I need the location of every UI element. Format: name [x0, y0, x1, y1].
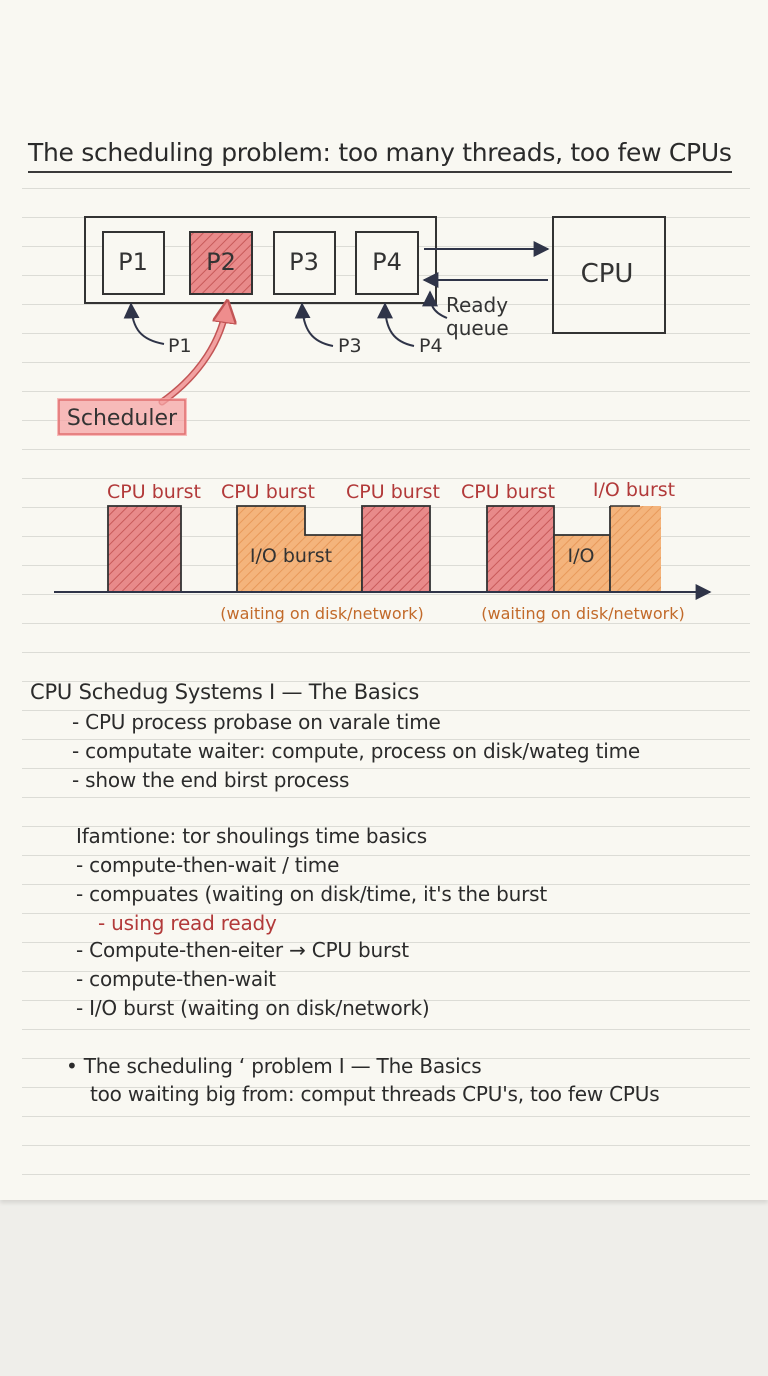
pointer-label-p1: P1	[168, 335, 192, 357]
section2-item-1: - compute-then-wait / time	[76, 853, 340, 877]
pointer-label-p4: P4	[419, 335, 443, 357]
section3-line-2: too waiting big from: comput threads CPU…	[90, 1082, 660, 1106]
io-burst-block-3	[610, 506, 661, 592]
cpu-burst-label-1: CPU burst	[107, 481, 201, 503]
cpu-burst-label-3: CPU burst	[346, 481, 440, 503]
cpu-burst-label-4: CPU burst	[461, 481, 555, 503]
notes-section: CPU Schedug Systems I — The Basics - CPU…	[30, 680, 660, 1106]
page-right-margin	[750, 0, 768, 1200]
scheduling-diagram: P1 P2 P3 P4 CPU Ready queue P1 P3 P4 Sch…	[54, 216, 712, 623]
process-box-p1	[102, 231, 165, 295]
scheduler-frame	[58, 399, 186, 435]
ready-queue-box	[84, 216, 437, 304]
section1-item-3: - show the end birst process	[72, 768, 350, 792]
ready-queue-pointer-arrow	[422, 290, 448, 319]
process-box-p4	[355, 231, 419, 295]
section2-item-3: - using read ready	[98, 911, 277, 935]
waiting-label-2: (waiting on disk/network)	[481, 604, 685, 623]
scheduler-highlight	[57, 398, 187, 436]
cpu-burst-label-2: CPU burst	[221, 481, 315, 503]
ready-queue-label-line1: Ready	[446, 293, 508, 317]
section2-item-6: - I/O burst (waiting on disk/network)	[76, 996, 430, 1020]
io-burst-inner-label-1: I/O burst	[250, 545, 332, 567]
io-burst-block-2	[553, 534, 611, 593]
pointer-arrow-p4	[377, 302, 415, 347]
scheduler-arrow-fill	[160, 304, 227, 404]
pointer-arrow-p3	[294, 302, 334, 347]
section1-item-1: - CPU process probase on varale time	[72, 710, 441, 734]
io-burst-label-top: I/O burst	[593, 479, 675, 501]
process-box-p2	[189, 231, 253, 295]
page-top-margin	[0, 0, 768, 186]
cpu-burst-block-1	[107, 505, 182, 593]
io-burst-inner-label-2: I/O	[568, 545, 595, 567]
process-label-p4: P4	[372, 248, 402, 276]
cpu-box	[552, 216, 666, 334]
page-title: The scheduling problem: too many threads…	[28, 138, 732, 173]
notebook-page	[0, 0, 768, 1200]
process-label-p1: P1	[118, 248, 148, 276]
section2-item-2: - compuates (waiting on disk/time, it's …	[76, 882, 548, 906]
section2-item-4: - Compute-then-eiter → CPU burst	[76, 938, 409, 962]
process-label-p3: P3	[289, 248, 319, 276]
cpu-burst-block-3	[361, 505, 431, 593]
process-box-p3	[273, 231, 336, 295]
pointer-arrow-p1	[123, 302, 165, 345]
section1-heading: CPU Schedug Systems I — The Basics	[30, 680, 420, 704]
cpu-label: CPU	[581, 259, 634, 289]
section3-line-1: • The scheduling ‘ problem I — The Basic…	[66, 1054, 482, 1078]
ready-queue-label-line2: queue	[446, 316, 509, 340]
waiting-label-1: (waiting on disk/network)	[220, 604, 424, 623]
process-label-p2: P2	[206, 248, 236, 276]
section2-item-5: - compute-then-wait	[76, 967, 276, 991]
section2-heading: Ifamtione: tor shoulings time basics	[76, 824, 428, 848]
section1-item-2: - computate waiter: compute, process on …	[72, 739, 640, 763]
pointer-label-p3: P3	[338, 335, 362, 357]
page-left-margin	[0, 0, 22, 1200]
scheduler-label: Scheduler	[67, 406, 178, 431]
